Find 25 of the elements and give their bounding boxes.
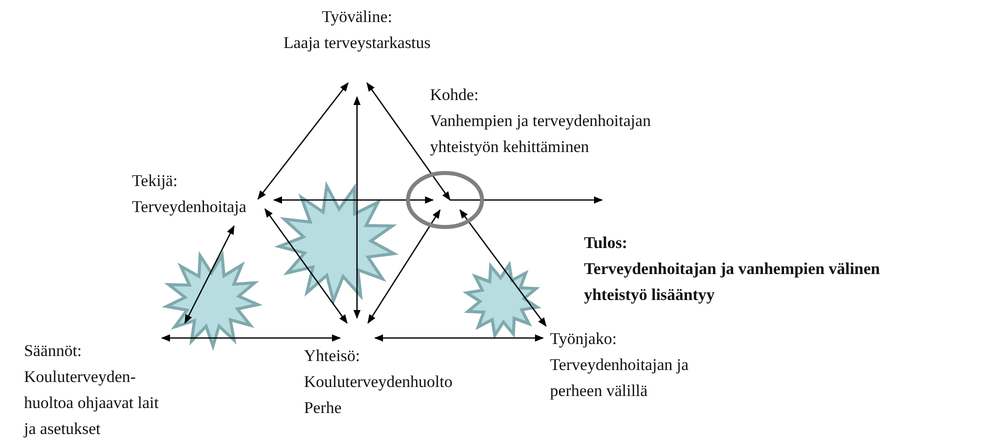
arrow bbox=[353, 96, 361, 319]
arrow bbox=[161, 334, 341, 342]
node-text: Vanhempien ja terveydenhoitajan yhteistyön kehittäminen bbox=[430, 110, 652, 158]
node-heading: Tulos: bbox=[584, 232, 628, 254]
arrow bbox=[273, 196, 434, 204]
arrow bbox=[264, 208, 348, 324]
node-heading: Säännöt: bbox=[24, 340, 83, 362]
node-heading: Tekijä: bbox=[132, 170, 179, 192]
node-heading: Työväline: bbox=[320, 6, 394, 28]
node-text: Terveydenhoitajan ja vanhempien välinen yhteistyö lisääntyy bbox=[584, 258, 881, 306]
arrow bbox=[184, 225, 235, 324]
node-text: Laaja terveystarkastus bbox=[282, 32, 432, 54]
node-heading: Työnjako: bbox=[550, 328, 618, 350]
node-text: Kouluterveydenhuolto Perhe bbox=[304, 371, 454, 419]
arrow bbox=[450, 196, 603, 204]
arrow bbox=[374, 334, 544, 342]
node-text: Kouluterveyden-huoltoa ohjaavat lait ja asetukset bbox=[24, 366, 160, 440]
node-text: Terveydenhoitajan ja perheen välillä bbox=[550, 354, 690, 402]
arrow bbox=[257, 82, 349, 200]
arrow bbox=[366, 82, 451, 201]
node-text: Terveydenhoitaja bbox=[132, 196, 248, 218]
arrow bbox=[367, 209, 441, 324]
arrow bbox=[459, 209, 547, 327]
node-heading: Kohde: bbox=[430, 84, 479, 106]
node-heading: Yhteisö: bbox=[304, 345, 361, 367]
